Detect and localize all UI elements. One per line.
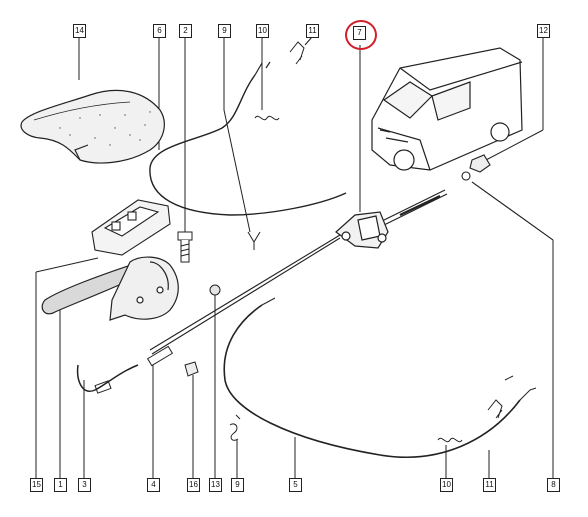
bracket-part-15 <box>91 199 171 256</box>
van-illustration <box>371 47 523 171</box>
callout-2: 2 <box>179 24 192 38</box>
highlight-circle <box>345 20 377 50</box>
clamp-part-4 <box>146 345 174 367</box>
clip-part-9-lower <box>229 414 241 441</box>
callout-10-bottom: 10 <box>440 478 453 492</box>
callout-12: 12 <box>537 24 550 38</box>
callout-8: 8 <box>547 478 560 492</box>
callout-15: 15 <box>30 478 43 492</box>
callout-11-bottom: 11 <box>483 478 496 492</box>
callout-10: 10 <box>256 24 269 38</box>
callout-5: 5 <box>289 478 302 492</box>
callout-13: 13 <box>209 478 222 492</box>
callout-6: 6 <box>153 24 166 38</box>
clip-part-9-upper <box>247 231 261 250</box>
handbrake-lever-part-1 <box>41 256 179 321</box>
callout-4: 4 <box>147 478 160 492</box>
nut-part-12 <box>461 154 491 181</box>
callout-11: 11 <box>306 24 319 38</box>
spring-part-10-lower <box>437 437 463 443</box>
callout-3: 3 <box>78 478 91 492</box>
grommet-part-13 <box>209 284 221 296</box>
callout-9-bottom: 9 <box>231 478 244 492</box>
clip-part-16 <box>184 361 199 377</box>
callout-16: 16 <box>187 478 200 492</box>
callout-14: 14 <box>73 24 86 38</box>
handbrake-boot-part-14 <box>20 89 165 164</box>
clip-part-11-lower <box>487 375 514 419</box>
bolt-part-2 <box>177 231 193 263</box>
callout-1: 1 <box>54 478 67 492</box>
clip-part-11-upper <box>289 41 305 65</box>
callout-9: 9 <box>218 24 231 38</box>
equaliser-bracket-part-7 <box>335 211 389 249</box>
spring-part-10-upper <box>254 115 280 121</box>
